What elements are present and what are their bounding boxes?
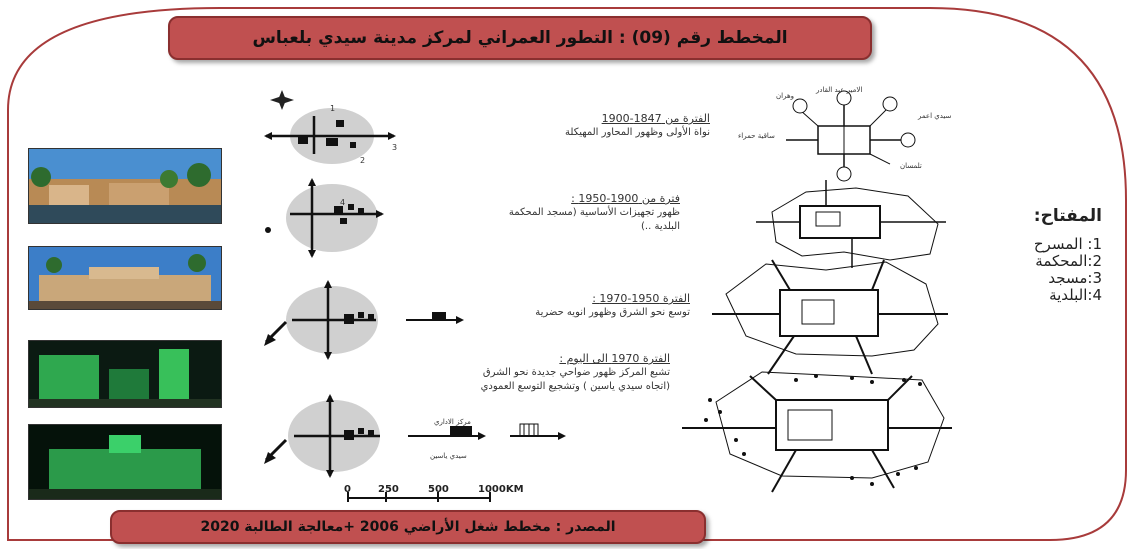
scale-label-250: 250 bbox=[378, 484, 399, 495]
scale-label-0: 0 bbox=[344, 484, 351, 495]
schema-period-4 bbox=[264, 394, 566, 478]
legend-item-theatre: 1: المسرح bbox=[1033, 235, 1102, 253]
photo-court-day bbox=[28, 246, 222, 310]
photo-mosque-night bbox=[28, 340, 222, 408]
period-3: الفترة 1950-1970 : توسع نحو الشرق وظهور … bbox=[490, 292, 690, 320]
label-center-admin: مركز الاداري bbox=[434, 418, 471, 426]
schema-number-4: 4 bbox=[340, 198, 346, 207]
evolution-schemas bbox=[264, 90, 566, 502]
urban-plans bbox=[682, 90, 952, 493]
legend-item-court: 2:المحكمة bbox=[1035, 252, 1102, 270]
period-1: الفترة من 1847-1900 نواة الأولى وظهور ال… bbox=[520, 112, 710, 140]
page-title: المخطط رقم (09) : التطور العمراني لمركز … bbox=[252, 28, 788, 48]
schema-period-3 bbox=[264, 280, 464, 360]
period-1-title: الفترة من 1847-1900 bbox=[601, 112, 710, 125]
scale-bar bbox=[347, 492, 491, 502]
plan-1970 bbox=[712, 259, 948, 375]
period-2: فترة من 1900-1950 : ظهور تجهيزات الأساسي… bbox=[500, 192, 680, 234]
label-sakia: ساقية حمراء bbox=[738, 132, 775, 140]
period-3-text: توسع نحو الشرق وظهور انويه حضرية bbox=[535, 307, 690, 318]
period-4: الفترة 1970 الى اليوم : تشبع المركز ظهور… bbox=[460, 352, 670, 394]
plan-today bbox=[682, 371, 952, 493]
compass-icon bbox=[270, 90, 294, 110]
period-4-text: تشبع المركز ظهور ضواحي جديدة نحو الشرق (… bbox=[480, 367, 670, 392]
label-tlemcen: تلمسان bbox=[900, 162, 922, 170]
legend-item-townhall: 4:البلدية bbox=[1049, 286, 1102, 304]
schema-number-1: 1 bbox=[330, 104, 336, 113]
period-3-title: الفترة 1950-1970 : bbox=[592, 292, 690, 305]
scale-label-500: 500 bbox=[428, 484, 449, 495]
legend-title: المفتاح: bbox=[1033, 206, 1102, 226]
period-4-title: الفترة 1970 الى اليوم : bbox=[559, 352, 670, 365]
source-banner: المصدر : مخطط شغل الأراضي 2006 +معالجة ا… bbox=[110, 510, 706, 544]
plan-1950 bbox=[756, 180, 946, 268]
schema-period-1 bbox=[264, 108, 396, 164]
photo-townhall-night bbox=[28, 424, 222, 500]
label-sidi-yassine: سيدي ياسين bbox=[430, 452, 467, 460]
label-oran: وهران bbox=[776, 92, 795, 100]
period-2-title: فترة من 1900-1950 : bbox=[571, 192, 680, 205]
scale-label-1000: 1000KM bbox=[478, 484, 524, 495]
plan-1900 bbox=[786, 90, 916, 182]
legend-item-mosque: 3:مسجد bbox=[1048, 269, 1102, 287]
period-2-text: ظهور تجهيزات الأساسية (مسجد المحكمة البل… bbox=[508, 207, 680, 232]
legend: المفتاح: 1: المسرح 2:المحكمة 3:مسجد 4:ال… bbox=[992, 206, 1102, 304]
label-sidi-amar: سيدي اعمر bbox=[918, 112, 952, 120]
source-text: المصدر : مخطط شغل الأراضي 2006 +معالجة ا… bbox=[200, 519, 616, 535]
schema-number-3: 3 bbox=[392, 143, 398, 152]
label-emir: الامير عبد القادر bbox=[816, 86, 863, 94]
photo-theatre-day bbox=[28, 148, 222, 224]
period-1-text: نواة الأولى وظهور المحاور المهيكلة bbox=[565, 127, 710, 138]
schema-period-2 bbox=[265, 178, 384, 258]
title-banner: المخطط رقم (09) : التطور العمراني لمركز … bbox=[168, 16, 872, 60]
schema-number-2: 2 bbox=[360, 156, 366, 165]
